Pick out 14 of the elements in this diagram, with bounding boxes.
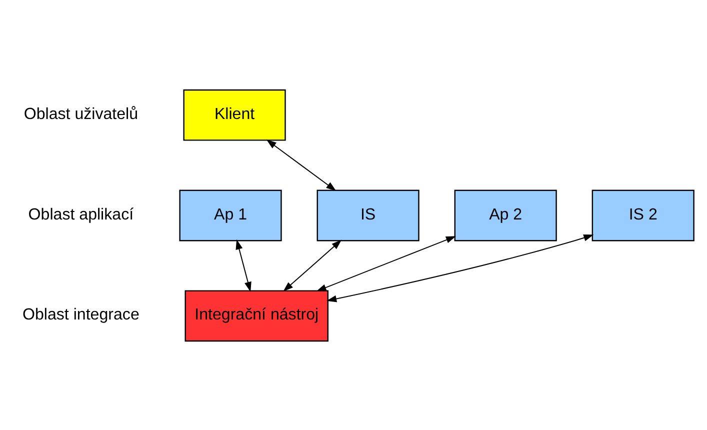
label: Oblast uživatelů (24, 104, 138, 122)
node-box: Ap 2 (454, 189, 557, 241)
node-box: Klient (183, 88, 286, 140)
node-box: Integrační nástroj (184, 290, 328, 342)
node-box: Ap 1 (179, 189, 282, 241)
node-box: IS 2 (592, 189, 694, 241)
arrow (283, 239, 342, 291)
arrow (316, 236, 456, 291)
arrow (326, 234, 594, 302)
arrow (266, 139, 336, 191)
label: Oblast integrace (22, 305, 140, 324)
node-box: IS (316, 189, 420, 241)
arrow (236, 238, 252, 292)
label: Oblast aplikací (28, 204, 134, 223)
